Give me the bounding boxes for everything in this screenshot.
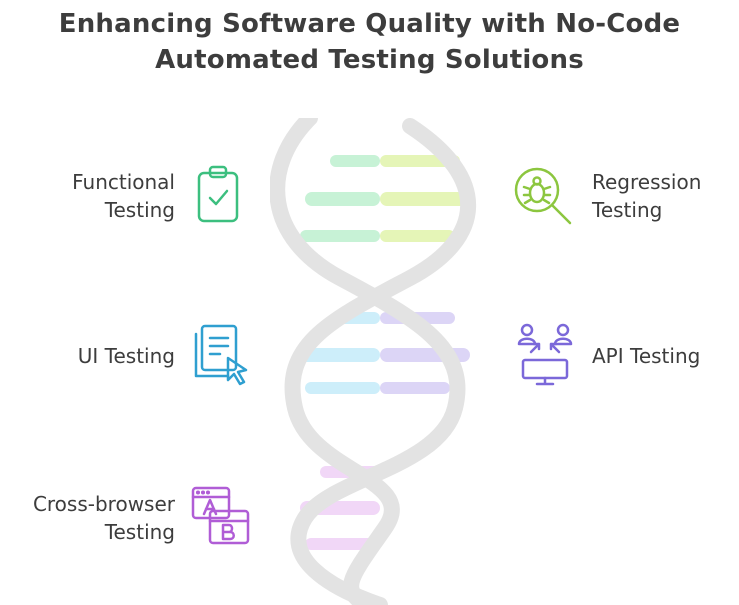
users-network-icon	[517, 322, 573, 386]
page-title: Enhancing Software Quality with No-Code …	[0, 6, 739, 78]
regression-testing-label-line2: Testing	[592, 198, 663, 222]
browser-ab-icon	[190, 485, 252, 549]
cross-browser-testing-label-line1: Cross-browser	[32, 492, 175, 516]
dna-helix	[270, 118, 490, 605]
helix-strand-a	[270, 118, 466, 605]
regression-testing-label: Regression Testing	[592, 168, 732, 224]
ui-testing-label: UI Testing	[20, 342, 175, 370]
document-cursor-icon	[190, 322, 252, 386]
regression-testing-label-line1: Regression	[592, 170, 702, 194]
clipboard-check-icon	[193, 163, 243, 227]
functional-testing-label-line2: Testing	[104, 198, 175, 222]
functional-testing-label: Functional Testing	[20, 168, 175, 224]
helix-rungs-functional-regression	[300, 155, 470, 242]
page-title-line2: Automated Testing Solutions	[155, 45, 584, 75]
bug-search-icon	[512, 165, 574, 227]
api-testing-label: API Testing	[592, 342, 732, 370]
cross-browser-testing-label-line2: Testing	[104, 520, 175, 544]
helix-strand-b	[284, 118, 477, 605]
api-testing-label-line1: API Testing	[592, 344, 701, 368]
functional-testing-label-line1: Functional	[72, 170, 175, 194]
cross-browser-testing-label: Cross-browser Testing	[0, 490, 175, 546]
ui-testing-label-line1: UI Testing	[77, 344, 175, 368]
page-title-line1: Enhancing Software Quality with No-Code	[58, 9, 681, 39]
